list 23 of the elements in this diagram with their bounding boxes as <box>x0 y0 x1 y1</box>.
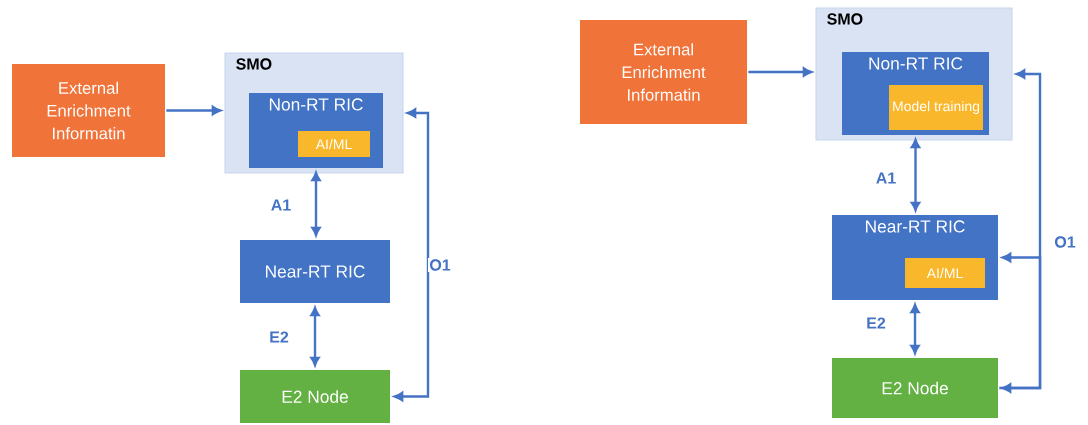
arrow <box>748 67 813 77</box>
edge-label: E2 <box>267 330 291 344</box>
arrow <box>910 138 921 212</box>
edge-label: O1 <box>1053 235 1077 249</box>
edge-label: A1 <box>269 198 293 212</box>
info-box: External Enrichment Informatin <box>12 64 165 157</box>
e2-node-box: E2 Node <box>832 358 998 418</box>
function-tag: AI/ML <box>905 258 985 288</box>
edge-label: E2 <box>864 316 888 330</box>
arrow <box>910 303 920 355</box>
edge-label: O1 <box>428 258 452 272</box>
arrow <box>393 108 430 402</box>
arrow <box>311 171 321 237</box>
arrow <box>999 252 1042 390</box>
function-tag: Model training <box>889 85 983 130</box>
function-tag: AI/ML <box>298 131 370 157</box>
arrow <box>310 306 320 367</box>
edge-label: A1 <box>874 171 898 185</box>
ric-box: Near-RT RIC <box>240 240 390 303</box>
e2-node-box: E2 Node <box>240 370 390 423</box>
arrow <box>1001 69 1042 393</box>
arrow <box>166 105 222 116</box>
info-box: External Enrichment Informatin <box>580 20 747 124</box>
